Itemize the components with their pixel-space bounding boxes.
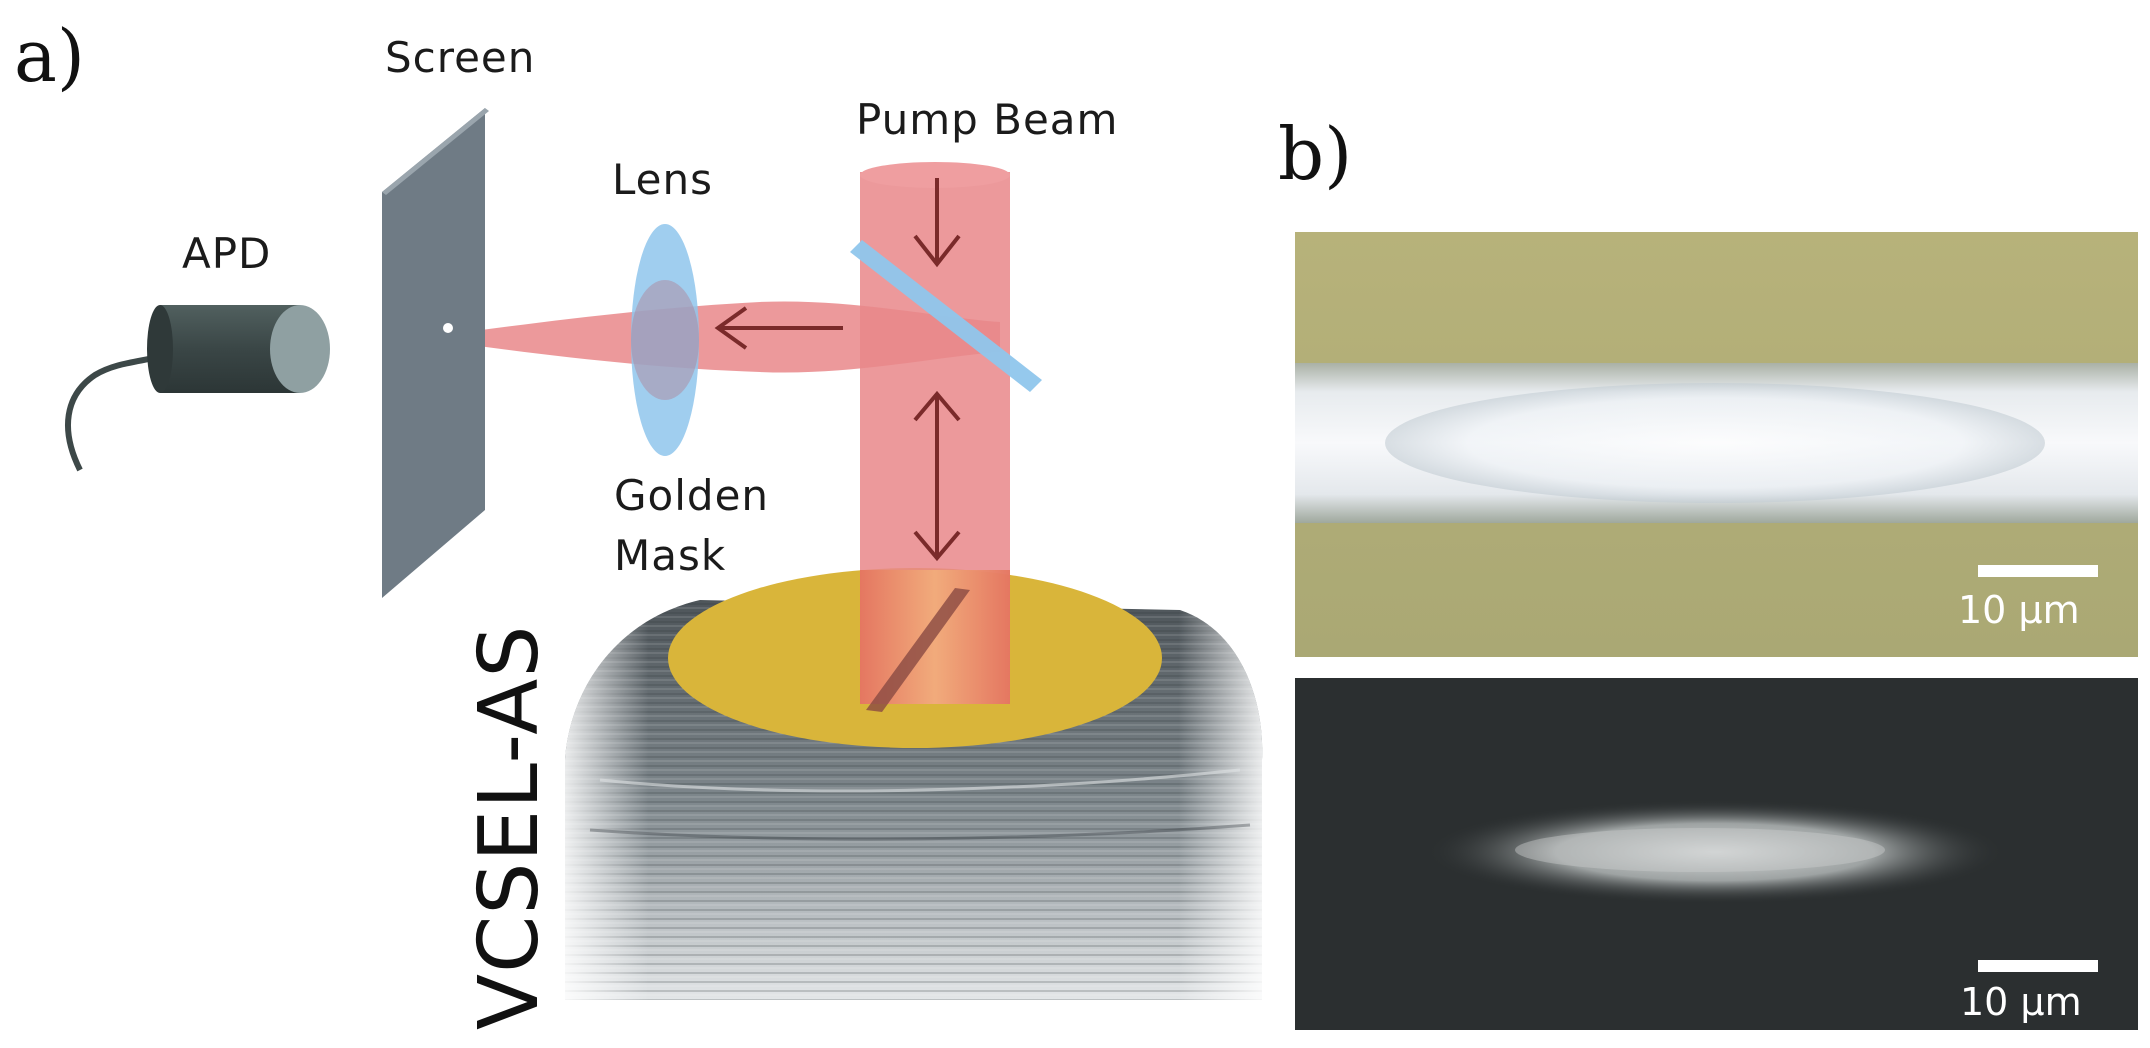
screen-spot <box>443 323 453 333</box>
beam-arrows <box>714 178 961 562</box>
reflected-beam <box>420 301 1000 373</box>
beam-splitter <box>850 240 1042 392</box>
golden-mask-label-line1: Golden <box>614 471 770 520</box>
golden-mask-label-line2: Mask <box>614 531 727 580</box>
apd-window <box>270 305 330 393</box>
emission-spot <box>1425 800 2005 904</box>
screen-edge <box>382 108 489 195</box>
lens-label: Lens <box>612 155 714 204</box>
screen-label: Screen <box>385 33 536 82</box>
apd-label: APD <box>182 229 272 278</box>
pump-beam-top <box>860 162 1010 188</box>
lens-beam-overlap <box>631 280 699 400</box>
apd-detector <box>65 305 330 472</box>
panel-a-label: a) <box>14 14 86 98</box>
screen-plate <box>382 108 485 598</box>
vcsel-as-label: VCSEL-AS <box>462 624 557 1030</box>
scale-bar-bottom-text: 10 µm <box>1960 980 2082 1024</box>
pump-beam-label: Pump Beam <box>856 95 1119 144</box>
scale-bar-bottom <box>1978 960 2098 972</box>
scale-bar-top-text: 10 µm <box>1958 588 2080 632</box>
lens-shape <box>631 224 699 456</box>
scale-bar-top <box>1978 565 2098 577</box>
micrograph-bottom <box>1295 678 2138 1030</box>
micrograph-top <box>1295 232 2138 657</box>
panel-b-label: b) <box>1278 112 1353 196</box>
gain-strip <box>866 588 970 712</box>
